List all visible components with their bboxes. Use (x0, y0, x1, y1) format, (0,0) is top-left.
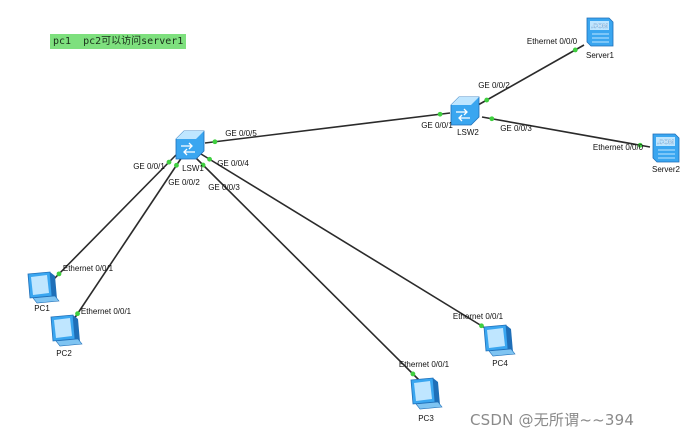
port-label-a: GE 0/0/5 (225, 129, 257, 138)
port-label-b: GE 0/0/1 (421, 121, 453, 130)
switch-top (451, 97, 479, 105)
annotation-note: pc1 pc2可以访问server1 (50, 34, 187, 49)
link-lsw2-server2[interactable] (481, 116, 651, 148)
port-label-b: Ethernet 0/0/0 (527, 37, 578, 46)
links-layer (51, 44, 651, 382)
link-line[interactable] (481, 116, 651, 148)
link-line[interactable] (51, 154, 177, 282)
device-lsw1[interactable]: LSW1 (175, 130, 205, 173)
pc-keyboard (415, 401, 443, 410)
server-badge: .COM (591, 23, 608, 30)
pc-screen (414, 381, 432, 401)
port-indicator-dot (56, 271, 62, 277)
port-indicator-dot (207, 156, 212, 162)
device-label: Server1 (586, 51, 615, 60)
port-indicator-dot (212, 139, 218, 145)
link-lsw1-pc4[interactable] (200, 153, 491, 332)
pc-keyboard (488, 348, 516, 357)
port-indicator-dot (410, 371, 416, 377)
port-label-a: GE 0/0/3 (500, 124, 532, 133)
pc-icon[interactable] (50, 314, 83, 347)
port-indicator-dot (166, 159, 172, 165)
pc-side (50, 272, 57, 299)
device-pc4[interactable]: PC4 (483, 324, 516, 368)
switch-top (176, 131, 204, 139)
port-label-b: Ethernet 0/0/0 (593, 143, 644, 152)
port-label-a: GE 0/0/4 (217, 159, 249, 168)
port-label-a: GE 0/0/2 (168, 178, 200, 187)
device-label: PC2 (56, 349, 72, 358)
link-lsw1-pc2[interactable] (71, 156, 183, 323)
device-server1[interactable]: .COM Server1 (586, 17, 615, 60)
switch-icon[interactable] (175, 130, 205, 160)
server-panel (590, 21, 609, 30)
device-label: PC3 (418, 414, 434, 423)
switch-icon[interactable] (450, 96, 480, 126)
link-lsw1-pc3[interactable] (195, 157, 421, 382)
port-indicator-dot (479, 323, 484, 329)
device-label: PC1 (34, 304, 50, 313)
link-lsw1-pc1[interactable] (51, 154, 177, 282)
pc-icon[interactable] (483, 324, 516, 357)
port-indicator-dot (437, 111, 443, 117)
link-lsw2-server1[interactable] (477, 44, 585, 106)
port-indicator-dot (200, 162, 206, 168)
switch-arrows-icon (181, 142, 195, 156)
pc-screen (54, 318, 72, 338)
port-label-b: Ethernet 0/0/1 (399, 360, 450, 369)
device-pc2[interactable]: PC2 (50, 314, 83, 358)
device-label: Server2 (652, 165, 681, 174)
port-label-a: GE 0/0/2 (478, 81, 510, 90)
link-line[interactable] (204, 112, 451, 144)
server-badge: .COM (657, 139, 674, 146)
switch-arrows-icon (456, 108, 470, 122)
port-label-b: Ethernet 0/0/1 (63, 264, 114, 273)
link-line[interactable] (71, 156, 183, 323)
link-line[interactable] (477, 44, 585, 106)
server-panel (656, 137, 675, 146)
pc-keyboard (55, 338, 83, 347)
device-pc3[interactable]: PC3 (410, 377, 443, 423)
pc-side (433, 378, 440, 405)
port-indicator-dot (174, 162, 179, 168)
device-label: PC4 (492, 359, 508, 368)
server-icon[interactable]: .COM (586, 17, 614, 47)
link-line[interactable] (200, 153, 491, 332)
pc-icon[interactable] (27, 271, 60, 304)
port-label-a: GE 0/0/1 (133, 162, 165, 171)
port-label-b: Ethernet 0/0/1 (81, 307, 132, 316)
pc-screen (487, 328, 505, 348)
port-indicator-dot (572, 47, 578, 53)
port-label-b: Ethernet 0/0/1 (453, 312, 504, 321)
port-indicator-dot (484, 97, 490, 103)
port-label-a: GE 0/0/3 (208, 183, 240, 192)
pc-side (506, 325, 513, 352)
port-indicator-dot (489, 116, 495, 122)
pc-icon[interactable] (410, 377, 443, 410)
port-indicator-dot (637, 142, 643, 148)
server-icon[interactable]: .COM (652, 133, 680, 163)
link-line[interactable] (195, 157, 421, 382)
link-lsw1-lsw2[interactable] (204, 111, 451, 145)
watermark: CSDN @无所谓~~394 (470, 411, 635, 429)
port-indicator-dot (75, 311, 80, 317)
pc-keyboard (32, 295, 60, 304)
device-lsw2[interactable]: LSW2 (450, 96, 480, 137)
device-pc1[interactable]: PC1 (27, 271, 60, 313)
device-server2[interactable]: .COM Server2 (652, 133, 681, 174)
pc-side (73, 315, 80, 342)
pc-screen (31, 275, 49, 295)
device-label: LSW1 (182, 164, 204, 173)
device-label: LSW2 (457, 128, 479, 137)
